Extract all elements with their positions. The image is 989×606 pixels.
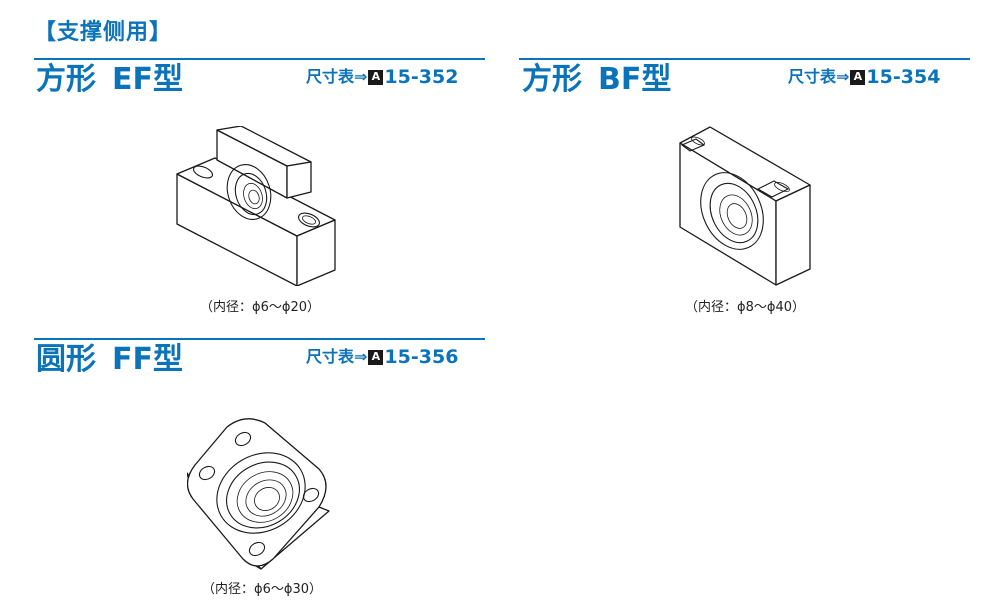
title-ef: 方形 EF型 xyxy=(36,62,183,98)
square-ef-support-unit-icon xyxy=(176,126,336,286)
divider-ff xyxy=(34,338,485,340)
title-bf-shape: 方形 xyxy=(522,62,582,97)
caption-bf: （内径：ϕ8〜ϕ40） xyxy=(685,300,805,315)
square-bf-support-unit-icon xyxy=(679,126,811,286)
ref-ef-page: 15-352 xyxy=(384,66,459,88)
section-heading: 【支撑侧用】 xyxy=(34,20,173,45)
catalog-a-icon: A xyxy=(850,69,866,85)
ref-bf-page: 15-354 xyxy=(866,66,941,88)
catalog-a-icon: A xyxy=(368,69,384,85)
ref-bf-label: 尺寸表⇒ xyxy=(788,67,850,86)
divider-bf xyxy=(519,58,970,60)
title-ff-code: FF型 xyxy=(112,342,183,377)
title-ff-shape: 圆形 xyxy=(36,342,96,377)
title-ff: 圆形 FF型 xyxy=(36,342,183,378)
caption-ff: （内径：ϕ6〜ϕ30） xyxy=(202,582,322,597)
catalog-a-icon: A xyxy=(368,349,384,365)
round-ff-support-unit-icon xyxy=(187,418,330,570)
title-bf: 方形 BF型 xyxy=(522,62,671,98)
ref-ef-label: 尺寸表⇒ xyxy=(306,67,368,86)
divider-ef xyxy=(34,58,485,60)
title-ef-shape: 方形 xyxy=(36,62,96,97)
ref-ff-label: 尺寸表⇒ xyxy=(306,347,368,366)
ref-ff-page: 15-356 xyxy=(384,346,459,368)
title-ef-code: EF型 xyxy=(112,62,183,97)
title-bf-code: BF型 xyxy=(598,62,672,97)
caption-ef: （内径：ϕ6〜ϕ20） xyxy=(200,300,320,315)
